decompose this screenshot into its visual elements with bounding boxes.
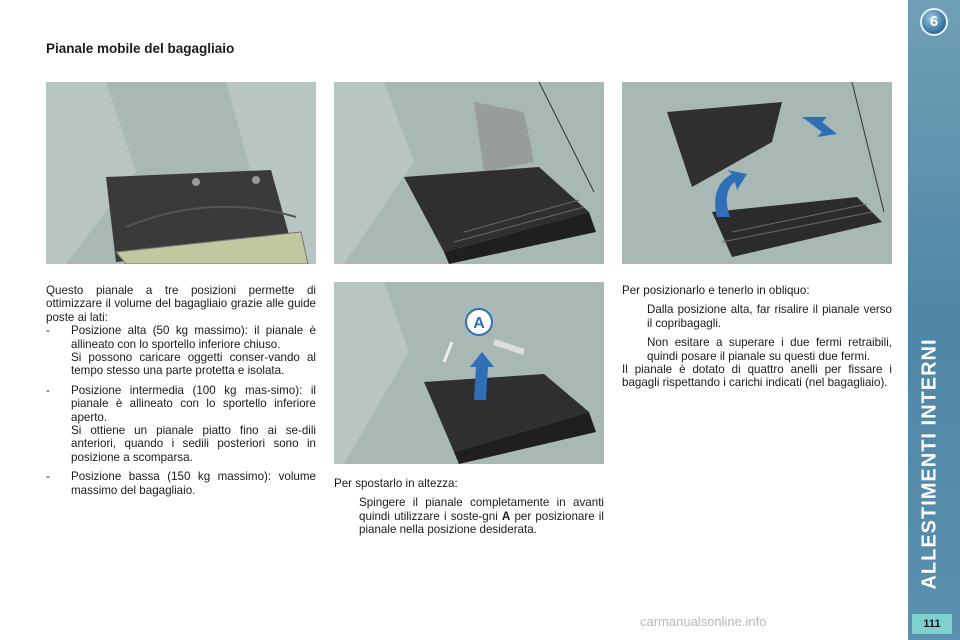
list-item-text: Posizione bassa (150 kg massimo): volume… <box>71 470 316 497</box>
list-item-text: Dalla posizione alta, far risalire il pi… <box>647 303 892 330</box>
trunk-high-drawing <box>46 82 316 264</box>
intro-paragraph: Questo pianale a tre posizioni permette … <box>46 284 316 324</box>
closing-paragraph: Il pianale è dotato di quattro anelli pe… <box>622 363 892 390</box>
list-item-note: Si possono caricare oggetti conser-vando… <box>71 351 316 378</box>
trunk-middle-drawing <box>334 82 596 264</box>
trunk-support-drawing: A <box>334 282 596 464</box>
column-right: Per posizionarlo e tenerlo in obliquo: D… <box>622 284 892 390</box>
dash-mark: - <box>46 470 50 484</box>
chapter-number-badge: 6 <box>920 8 948 36</box>
callout-a-label: A <box>473 315 485 332</box>
list-item-text: Non esitare a superare i due fermi retra… <box>647 336 892 363</box>
dash-mark: - <box>46 383 50 397</box>
trunk-oblique-drawing <box>667 82 885 257</box>
page-title: Pianale mobile del bagagliaio <box>46 41 235 56</box>
list-item-text: Posizione intermedia (100 kg mas-simo): … <box>71 383 316 424</box>
list-item-text: Spingere il pianale completamente in ava… <box>359 496 604 537</box>
illustration-high-position <box>46 82 316 264</box>
list-item-low: - Posizione bassa (150 kg massimo): volu… <box>46 470 316 497</box>
list-item-raise: Dalla posizione alta, far risalire il pi… <box>622 303 892 330</box>
column-left: Questo pianale a tre posizioni permette … <box>46 284 316 497</box>
dash-mark: - <box>46 324 50 338</box>
page-number: 111 <box>912 614 952 634</box>
list-item-support: Spingere il pianale completamente in ava… <box>334 496 604 536</box>
list-item-middle: - Posizione intermedia (100 kg mas-simo)… <box>46 384 316 424</box>
list-item-text: Posizione alta (50 kg massimo): il piana… <box>71 324 316 351</box>
intro-paragraph: Per posizionarlo e tenerlo in obliquo: <box>622 284 810 297</box>
list-item-stops: Non esitare a superare i due fermi retra… <box>622 336 892 363</box>
illustration-middle-position <box>334 82 604 264</box>
column-middle: Per spostarlo in altezza: Spingere il pi… <box>334 477 604 537</box>
intro-paragraph: Per spostarlo in altezza: <box>334 477 458 490</box>
chapter-sidebar: 6 <box>908 0 960 640</box>
watermark: carmanualsonline.info <box>640 614 767 629</box>
illustration-oblique-position <box>622 82 892 264</box>
list-item-high: - Posizione alta (50 kg massimo): il pia… <box>46 324 316 351</box>
illustration-support-a: A <box>334 282 604 464</box>
support-label: A <box>501 509 511 523</box>
list-item-note: Si ottiene un pianale piatto fino ai se-… <box>71 424 316 464</box>
